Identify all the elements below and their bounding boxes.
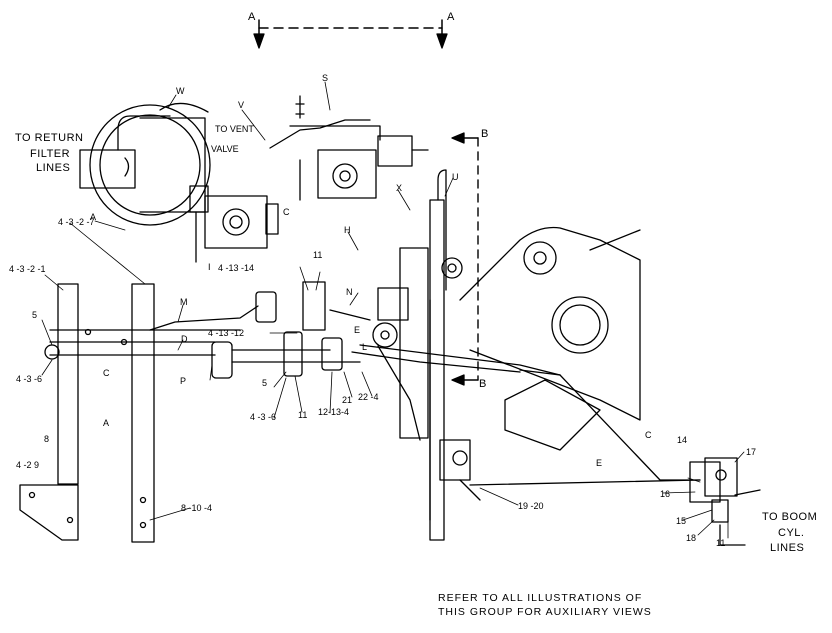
tube-fittings	[44, 281, 343, 379]
ref-14: 14	[677, 435, 687, 445]
label-i: I	[208, 262, 211, 272]
center-frame-column	[377, 169, 471, 541]
boom-line-3: LINES	[770, 542, 804, 554]
section-a-right-label: A	[447, 11, 455, 23]
callout-boom-cyl: TO BOOM CYL. LINES	[762, 511, 817, 554]
control-valve-upper	[269, 95, 429, 201]
ref-17: 17	[746, 447, 756, 457]
label-w: W	[176, 86, 185, 96]
label-l: L	[362, 342, 367, 352]
ref-5-left: 5	[32, 310, 37, 320]
ref-8: 8	[44, 434, 49, 444]
boom-cylinder-lines	[459, 369, 701, 501]
ref-4-13-12: 4 -13 -12	[208, 328, 244, 338]
label-c-left: C	[103, 368, 110, 378]
vent-line-1: TO VENT	[215, 124, 254, 134]
label-leaders	[41, 81, 745, 539]
ref-8-10-4: 8 -10 -4	[181, 503, 212, 513]
ref-15: 15	[676, 516, 686, 526]
label-a-lower: A	[103, 418, 109, 428]
reference-number-labels: 4 -3 -2 -7 4 -3 -2 -1 5 4 -3 -6 8 4 -2 9…	[9, 217, 756, 548]
ref-11-upper: 11	[313, 250, 322, 260]
label-m: M	[180, 297, 188, 307]
ref-19-20: 19 -20	[518, 501, 544, 511]
ref-16: 16	[660, 489, 670, 499]
label-d: D	[181, 334, 188, 344]
label-x: X	[396, 183, 402, 193]
section-b-top-label: B	[481, 128, 489, 140]
ref-4-2-9: 4 -2 9	[16, 460, 39, 470]
label-c-upper: C	[283, 207, 290, 217]
label-n: N	[346, 287, 353, 297]
vent-line-2: VALVE	[211, 144, 239, 154]
control-valve-left	[189, 185, 279, 263]
ref-4-3-6-center: 4 -3 -6	[250, 412, 276, 422]
callout-return-filter: TO RETURN FILTER LINES	[15, 132, 83, 174]
label-e-right: E	[596, 458, 602, 468]
boom-valve-assembly	[689, 457, 761, 546]
boom-line-1: TO BOOM	[762, 511, 817, 523]
ref-4-3-2-1: 4 -3 -2 -1	[9, 264, 46, 274]
left-mounting-bracket	[19, 283, 155, 543]
label-v: V	[238, 100, 244, 110]
label-a-upper: A	[90, 212, 96, 222]
label-e-center: E	[354, 325, 360, 335]
return-line-2: FILTER	[30, 148, 70, 160]
section-a-marker	[253, 19, 448, 49]
ref-22-4: 22 -4	[358, 392, 379, 402]
hydraulic-tubes-horizontal	[49, 305, 561, 376]
callout-vent-valve: TO VENT VALVE	[211, 124, 254, 154]
label-h: H	[344, 225, 351, 235]
swivel-joint	[329, 309, 421, 441]
return-line-3: LINES	[36, 162, 70, 174]
return-line-1: TO RETURN	[15, 132, 83, 144]
section-b-bottom-label: B	[479, 378, 487, 390]
label-s: S	[322, 73, 328, 83]
ref-5-center: 5	[262, 378, 267, 388]
footer-note-line-2: THIS GROUP FOR AUXILIARY VIEWS	[438, 606, 652, 618]
footer-note-line-1: REFER TO ALL ILLUSTRATIONS OF	[438, 592, 642, 604]
ref-12-13-4: 12-13-4	[318, 407, 349, 417]
ref-18: 18	[686, 533, 696, 543]
ref-11-lower: 11	[298, 410, 307, 420]
ref-4-3-6-left: 4 -3 -6	[16, 374, 42, 384]
label-c-right: C	[645, 430, 652, 440]
section-b-marker	[451, 132, 479, 386]
ref-4-3-2-7: 4 -3 -2 -7	[58, 217, 95, 227]
boom-arm	[459, 226, 641, 451]
footer-note: REFER TO ALL ILLUSTRATIONS OF THIS GROUP…	[438, 592, 652, 618]
section-a-left-label: A	[248, 11, 256, 23]
ref-4-13-14: 4 -13 -14	[218, 263, 254, 273]
part-letter-labels: W S V U X H A A C C C M N D P E E L I	[90, 73, 652, 468]
hydraulic-tank	[79, 102, 211, 226]
ref-11-right: 11	[716, 538, 725, 548]
ref-21: 21	[342, 395, 352, 405]
boom-line-2: CYL.	[778, 527, 804, 539]
label-p: P	[180, 376, 186, 386]
label-u: U	[452, 172, 459, 182]
